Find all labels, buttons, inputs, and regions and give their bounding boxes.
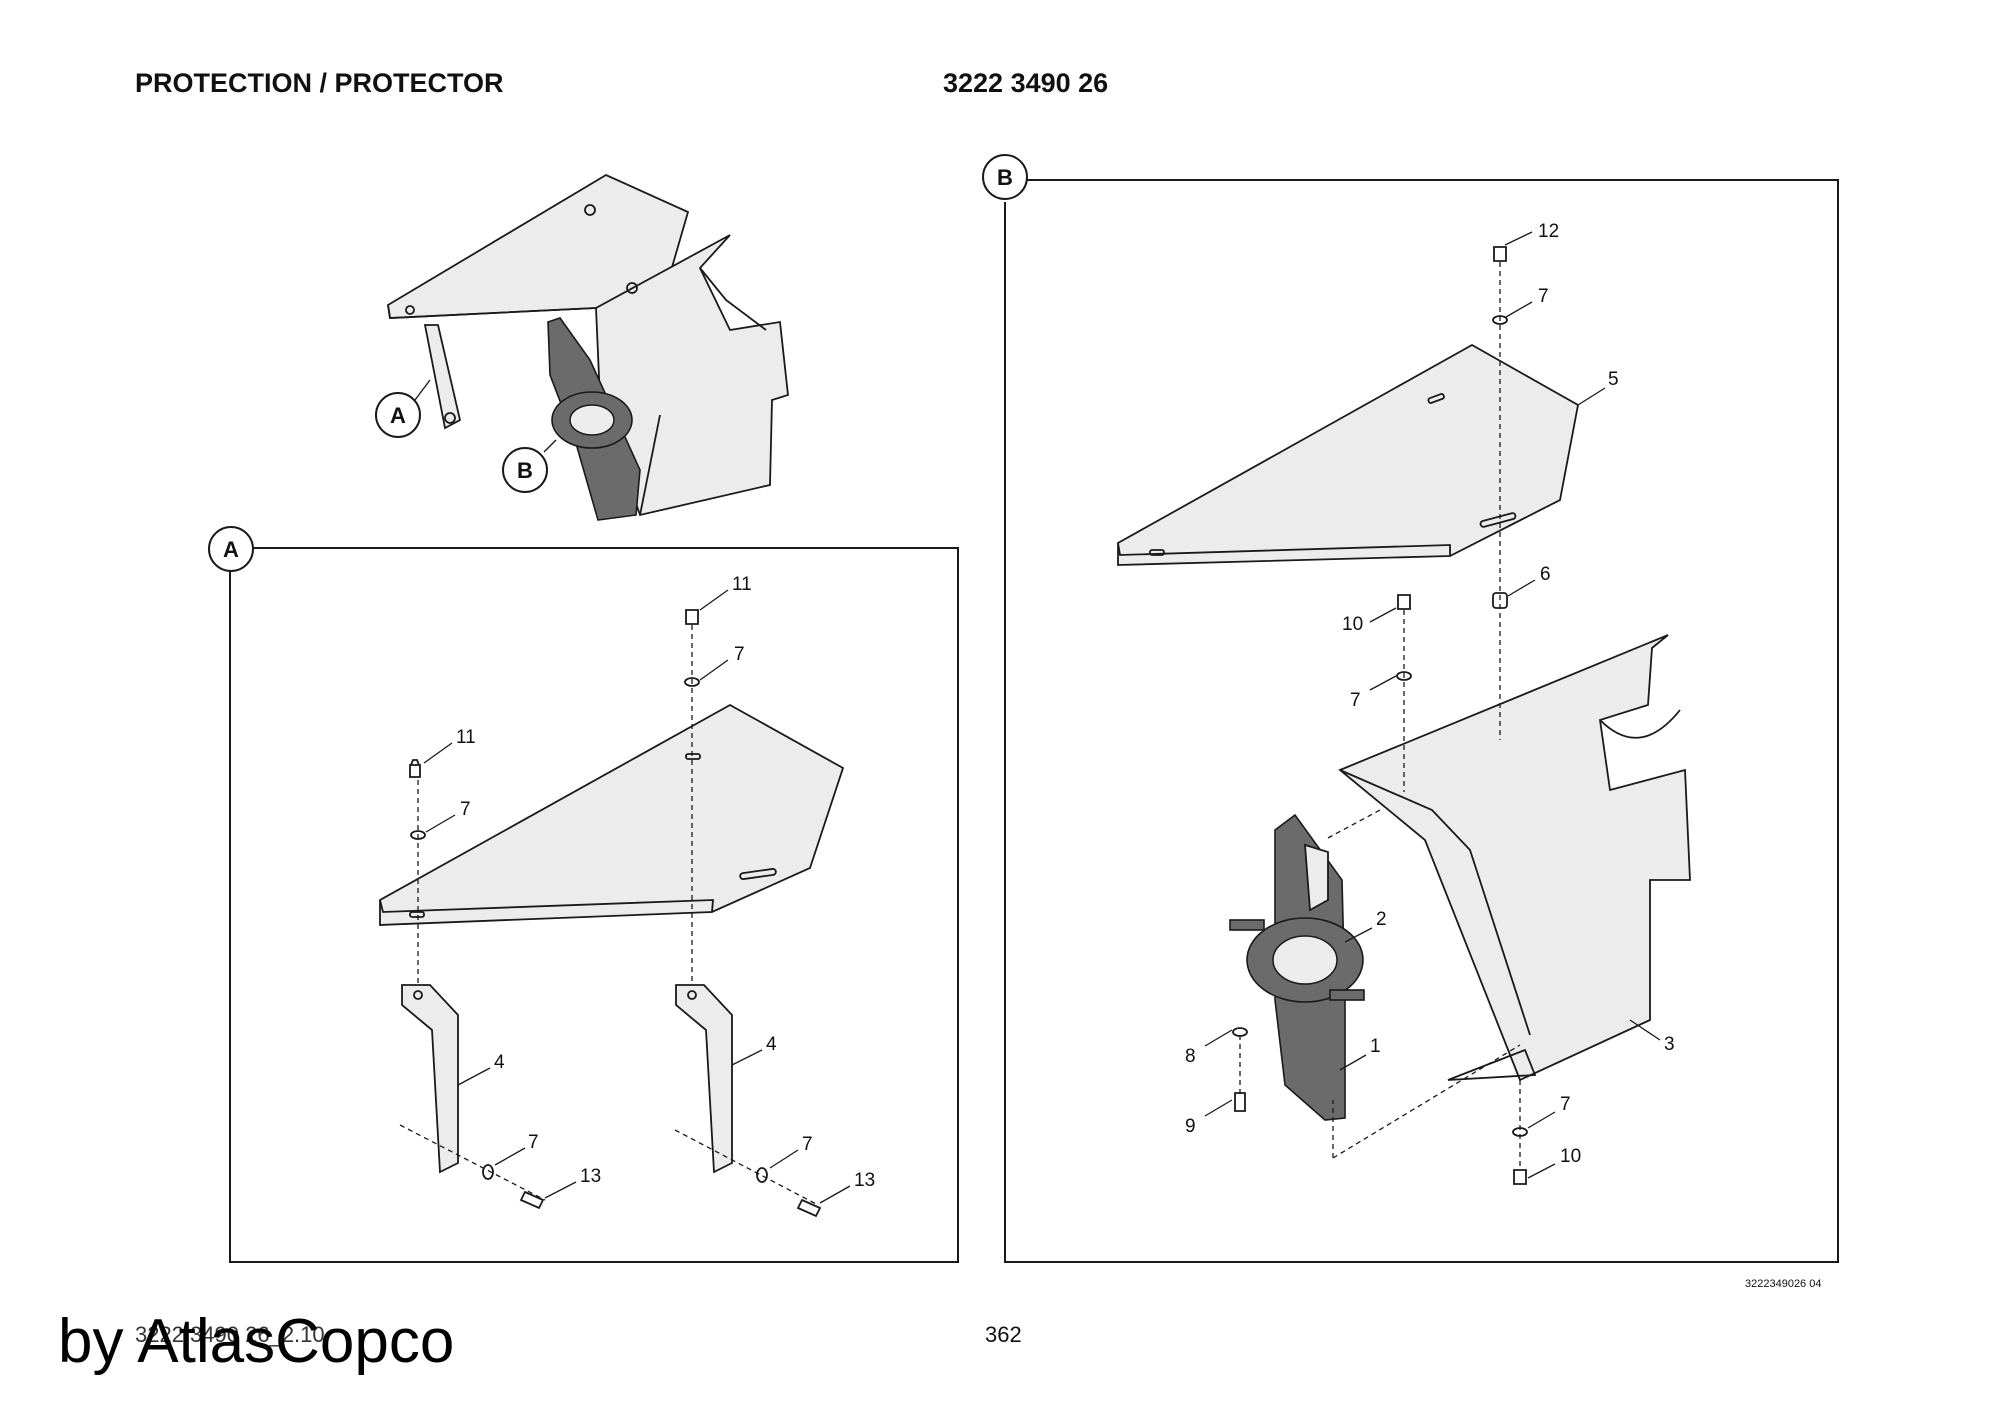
detail-b-badge: B	[982, 154, 1028, 200]
detail-b-callout-washer-mid: 7	[1350, 690, 1361, 711]
overview-badge-b: B	[502, 447, 548, 493]
detail-b-washer-low	[1232, 1027, 1248, 1037]
detail-b-callout-cover: 5	[1608, 369, 1619, 390]
detail-a-callout-bolt-top: 11	[732, 574, 752, 595]
detail-a-plate	[379, 703, 845, 926]
detail-a-bracket-left	[401, 984, 459, 1174]
detail-b-bolt-br	[1513, 1169, 1527, 1185]
page-number: 362	[985, 1322, 1022, 1347]
detail-a-callout-bracket-right: 4	[766, 1034, 777, 1055]
detail-a-callout-screw-bl: 13	[580, 1166, 601, 1187]
watermark: by AtlasCopco	[58, 1307, 455, 1376]
detail-b-callout-bolt-br: 10	[1560, 1146, 1581, 1167]
overview-badge-b-label: B	[517, 458, 533, 483]
detail-a-callout-bolt-left: 11	[456, 727, 476, 748]
part-number: 3222 3490 26	[943, 68, 1109, 98]
detail-a-screw-br	[796, 1198, 822, 1218]
overview-assembly	[387, 173, 789, 521]
detail-a-badge-label: A	[223, 537, 239, 562]
overview-strut	[423, 324, 462, 430]
detail-b-callout-screw-low: 9	[1185, 1116, 1196, 1137]
detail-a-callout-washer-bl: 7	[528, 1132, 539, 1153]
detail-b-callout-washer-low: 8	[1185, 1046, 1196, 1067]
detail-b-callout-bracket: 1	[1370, 1036, 1381, 1057]
detail-a-bracket-right	[675, 984, 733, 1174]
detail-b-spacer	[1492, 592, 1508, 609]
detail-a-washer-top	[684, 677, 700, 687]
detail-b-badge-label: B	[997, 165, 1013, 190]
detail-b-callout-housing: 3	[1664, 1034, 1675, 1055]
detail-a-frame	[229, 547, 959, 1263]
detail-a-callout-screw-br: 13	[854, 1170, 875, 1191]
overview-badge-a: A	[375, 392, 421, 438]
detail-a-washer-br	[756, 1167, 768, 1183]
detail-a-screw-bl	[519, 1190, 545, 1210]
detail-a-bolt-left	[409, 759, 421, 778]
detail-a-callout-bracket-left: 4	[494, 1052, 505, 1073]
overview-badge-a-label: A	[390, 403, 406, 428]
detail-b-bolt-top	[1493, 246, 1507, 262]
detail-b-screw-low	[1234, 1092, 1246, 1112]
detail-b-washer-mid	[1396, 671, 1412, 681]
detail-b-housing	[1338, 634, 1691, 1082]
drawing-reference: 3222349026 04	[1745, 1278, 1822, 1290]
detail-b-bolt-mid	[1397, 594, 1411, 610]
detail-b-cover	[1117, 343, 1580, 566]
detail-view-b: B	[982, 154, 1839, 1263]
detail-a-washer-left	[410, 830, 426, 840]
detail-b-callout-bolt-mid: 10	[1342, 614, 1363, 635]
detail-b-callout-washer-br: 7	[1560, 1094, 1571, 1115]
detail-a-badge: A	[208, 526, 254, 572]
detail-b-callout-clamp: 2	[1376, 909, 1387, 930]
detail-b-washer-top	[1492, 315, 1508, 325]
detail-b-callout-bolt-top: 12	[1538, 221, 1559, 242]
detail-a-callout-washer-top: 7	[734, 644, 745, 665]
detail-view-a: A 11	[208, 526, 959, 1263]
footer-document-id: 3222 3490 26_2.10	[135, 1322, 325, 1347]
detail-a-callout-washer-br: 7	[802, 1134, 813, 1155]
detail-b-frame	[1004, 179, 1839, 1263]
page-title: PROTECTION / PROTECTOR	[135, 68, 504, 98]
detail-b-callout-spacer: 6	[1540, 564, 1551, 585]
detail-a-callout-washer-left: 7	[460, 799, 471, 820]
detail-a-washer-bl	[482, 1164, 494, 1180]
detail-b-washer-br	[1512, 1127, 1528, 1137]
detail-b-callout-washer-top: 7	[1538, 286, 1549, 307]
detail-a-bolt-top	[685, 609, 699, 625]
